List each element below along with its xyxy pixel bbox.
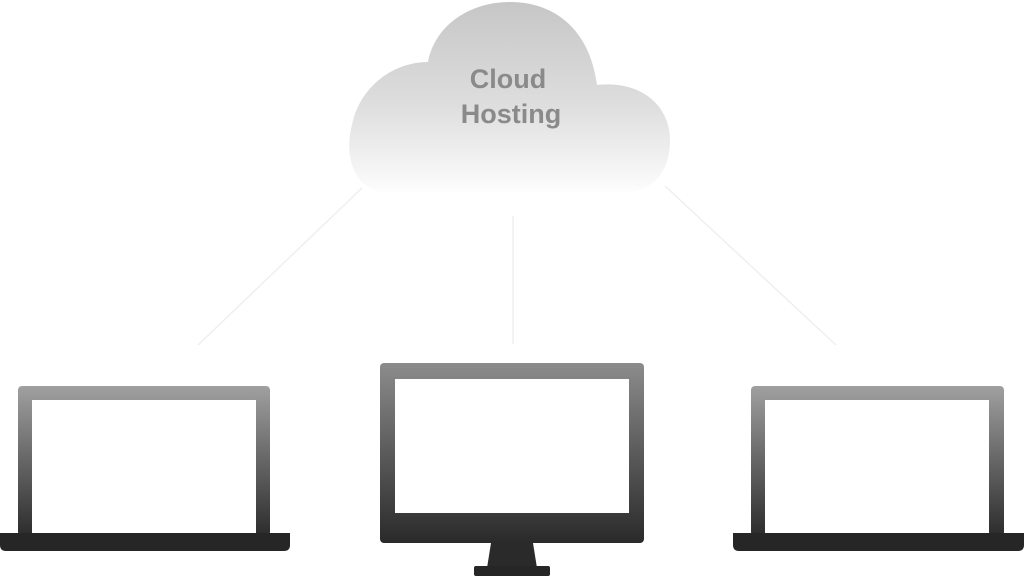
laptop-screen (32, 400, 256, 534)
laptop-icon (733, 386, 1024, 551)
monitor-icon (380, 363, 644, 576)
cloud-label-line2: Hosting (461, 99, 562, 129)
cloud-node: Cloud Hosting (349, 2, 670, 192)
laptop-icon (0, 386, 290, 551)
cloud-icon (349, 2, 670, 192)
laptop-base (0, 533, 290, 551)
cloud-label-line1: Cloud (470, 64, 546, 94)
monitor-center (380, 363, 644, 576)
laptop-left (0, 386, 290, 551)
monitor-stand-neck (487, 543, 537, 568)
connector-left (197, 187, 363, 346)
laptop-right (733, 386, 1024, 551)
monitor-stand-foot (474, 566, 550, 576)
laptop-base (733, 533, 1024, 551)
monitor-screen (395, 379, 629, 513)
connector-right (664, 185, 837, 346)
connectors (197, 185, 837, 346)
laptop-screen (765, 400, 989, 534)
